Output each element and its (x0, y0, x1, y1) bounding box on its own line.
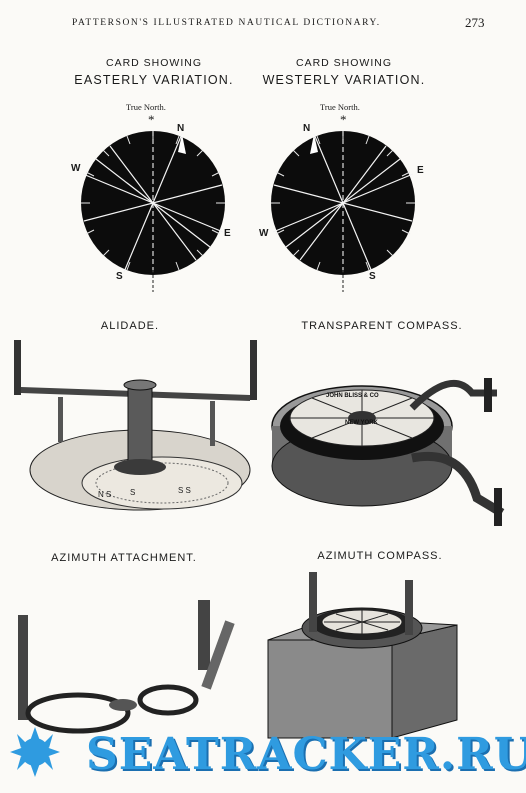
easterly-caption-line1: CARD SHOWING (106, 57, 202, 69)
westerly-north-point: N (303, 123, 311, 134)
westerly-east-point: E (417, 165, 424, 176)
westerly-south-point: S (369, 271, 376, 282)
transparent-compass-maker: JOHN BLISS & CO (326, 393, 379, 399)
transparent-compass-city: NEW YORK (345, 420, 378, 426)
westerly-west-point: W (259, 228, 269, 239)
running-header: PATTERSON'S ILLUSTRATED NAUTICAL DICTION… (0, 14, 526, 34)
easterly-north-point: N (177, 123, 185, 134)
azimuth-compass-illustration (267, 572, 458, 739)
azimuth-attachment-illustration (18, 600, 235, 734)
svg-text:S: S (130, 488, 135, 497)
svg-text:N S: N S (98, 490, 111, 499)
running-title: PATTERSON'S ILLUSTRATED NAUTICAL DICTION… (72, 18, 381, 28)
easterly-south-point: S (116, 271, 123, 282)
easterly-west-point: W (71, 163, 81, 174)
easterly-compass-card (81, 131, 225, 292)
seatracker-logo-icon (10, 727, 60, 777)
azimuth-attachment-caption: AZIMUTH ATTACHMENT. (51, 552, 197, 564)
easterly-star: * (148, 112, 155, 127)
westerly-caption-line2: WESTERLY VARIATION. (262, 73, 426, 87)
easterly-caption-line2: EASTERLY VARIATION. (74, 73, 234, 87)
watermark-text: SEATRACKER.RU (86, 729, 526, 780)
transparent-compass-illustration (271, 378, 505, 526)
easterly-east-point: E (224, 228, 231, 239)
alidade-illustration: N S S S S (14, 340, 257, 511)
transparent-compass-caption: TRANSPARENT COMPASS. (301, 320, 463, 332)
westerly-caption-line1: CARD SHOWING (296, 57, 392, 69)
easterly-true-north-label: True North. (126, 102, 166, 112)
page-number: 273 (465, 15, 485, 30)
westerly-star: * (340, 112, 347, 127)
westerly-true-north-label: True North. (320, 102, 360, 112)
westerly-compass-card (271, 131, 415, 292)
azimuth-compass-caption: AZIMUTH COMPASS. (317, 550, 443, 562)
svg-text:S S: S S (178, 486, 191, 495)
alidade-caption: ALIDADE. (100, 320, 160, 332)
